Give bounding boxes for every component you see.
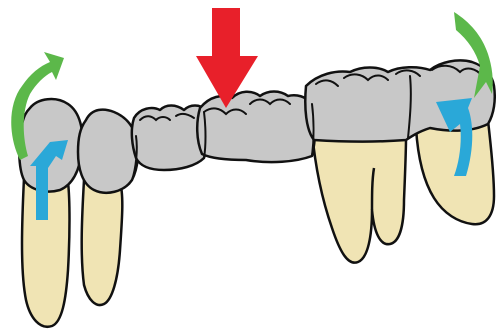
left-premolar-root: [82, 180, 123, 305]
pontic-crown-2: [197, 92, 315, 163]
pontic-crown-1: [132, 106, 207, 171]
right-molar-distal-root: [416, 120, 494, 224]
premolar-crown: [78, 110, 138, 193]
right-molar-mesial-root: [312, 132, 406, 263]
